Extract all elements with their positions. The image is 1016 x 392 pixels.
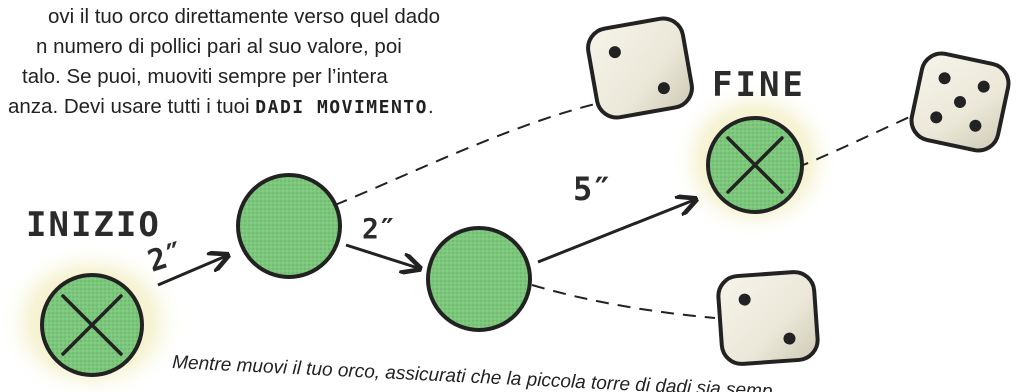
die-pip	[738, 293, 751, 306]
die-pip	[608, 46, 621, 59]
move-distance-2: 2″	[362, 212, 396, 245]
instruction-line-4: anza. Devi usare tutti i tuoi DADI MOVIM…	[8, 92, 530, 123]
die-five-right	[909, 51, 1011, 153]
die-pip	[938, 72, 951, 85]
start-label: INIZIO	[26, 205, 161, 245]
end-x-mark	[726, 136, 784, 194]
instruction-line-4-text: anza. Devi usare tutti i tuoi	[8, 95, 256, 118]
move-arrow-3	[537, 200, 694, 264]
instruction-paragraph: ovi il tuo orco direttamente verso quel …	[0, 2, 530, 123]
dashed-line-to-die-bottom	[531, 284, 716, 319]
die-pip	[977, 80, 990, 93]
die-pip	[657, 82, 670, 95]
die-two-top	[586, 16, 694, 120]
end-token	[706, 116, 804, 214]
die-pip	[954, 96, 966, 108]
move-arrow-1	[157, 256, 226, 287]
die-two-bottom	[716, 270, 820, 366]
start-x-mark	[61, 294, 123, 356]
movement-dice-keyword: DADI MOVIMENTO	[255, 97, 428, 118]
intermediate-token-1	[236, 173, 342, 279]
instruction-line-3: talo. Se puoi, muoviti sempre per l’inte…	[22, 65, 388, 88]
instruction-line-4-end: .	[427, 95, 434, 118]
instruction-line-1: ovi il tuo orco direttamente verso quel …	[48, 5, 441, 28]
end-label: FINE	[712, 65, 806, 105]
caption-text: Mentre muovi il tuo orco, assicurati che…	[172, 352, 773, 392]
dashed-line-to-die-right	[795, 109, 926, 169]
die-pip	[969, 119, 982, 132]
dashed-line-to-die-top	[334, 99, 613, 206]
die-pip	[930, 111, 943, 124]
intermediate-token-2	[426, 226, 532, 332]
die-pip	[783, 332, 796, 345]
start-token	[40, 273, 144, 377]
instruction-line-2: n numero di pollici pari al suo valore, …	[36, 35, 402, 58]
move-arrow-2	[345, 243, 418, 268]
move-distance-3: 5″	[573, 170, 612, 208]
